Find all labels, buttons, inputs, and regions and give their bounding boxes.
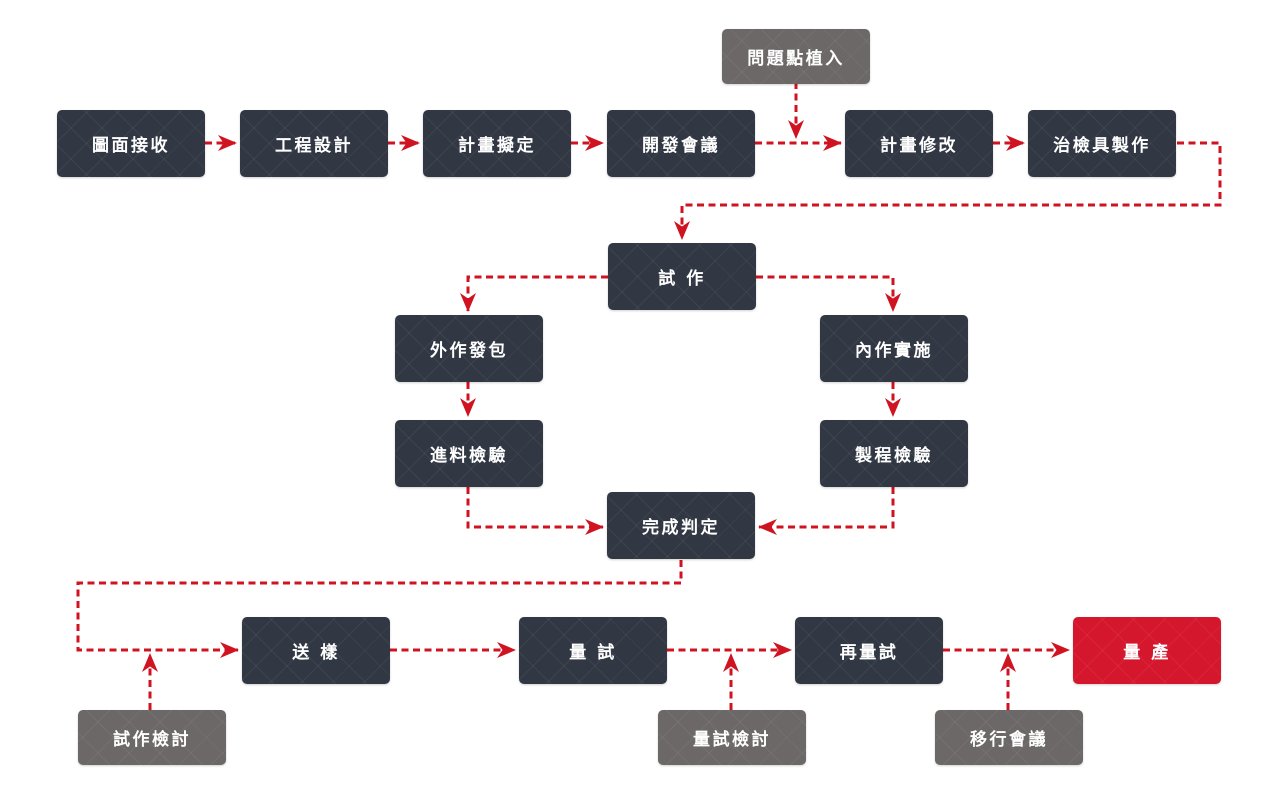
connector-trial-production-to-internal-implementation [756,275,901,312]
node-drawing-receipt: 圖面接收 [57,110,205,177]
node-development-meeting: 開發會議 [607,110,755,177]
node-process-inspection: 製程檢驗 [820,420,968,487]
node-re-pilot-run: 再量試 [795,617,943,684]
node-transfer-meeting: 移行會議 [935,710,1083,765]
node-trial-review: 試作檢討 [78,710,226,765]
node-engineering-design: 工程設計 [240,110,388,177]
node-plan-revision: 計畫修改 [845,110,993,177]
node-incoming-inspection: 進料檢驗 [395,420,543,487]
node-plan-drafting: 計畫擬定 [423,110,571,177]
node-outsourcing: 外作發包 [395,315,543,382]
node-pilot-run-review: 量試檢討 [658,710,806,765]
node-pilot-run: 量 試 [519,617,667,684]
connector-process-inspection-to-completion-judgment [758,487,895,535]
node-mass-production: 量 產 [1073,617,1221,684]
connector-completion-judgment-to-sample-submission [76,560,683,658]
connector-trial-production-to-outsourcing [460,275,608,312]
node-internal-implementation: 內作實施 [820,315,968,382]
node-problem-point-input: 問題點植入 [722,29,870,84]
node-trial-production: 試 作 [608,243,756,310]
node-jig-fixture-making: 治檢具製作 [1028,110,1176,177]
connector-incoming-inspection-to-completion-judgment [466,487,604,535]
connector-jig-fixture-making-to-trial-production [674,141,1222,240]
node-sample-submission: 送 樣 [242,617,390,684]
node-completion-judgment: 完成判定 [607,492,755,559]
